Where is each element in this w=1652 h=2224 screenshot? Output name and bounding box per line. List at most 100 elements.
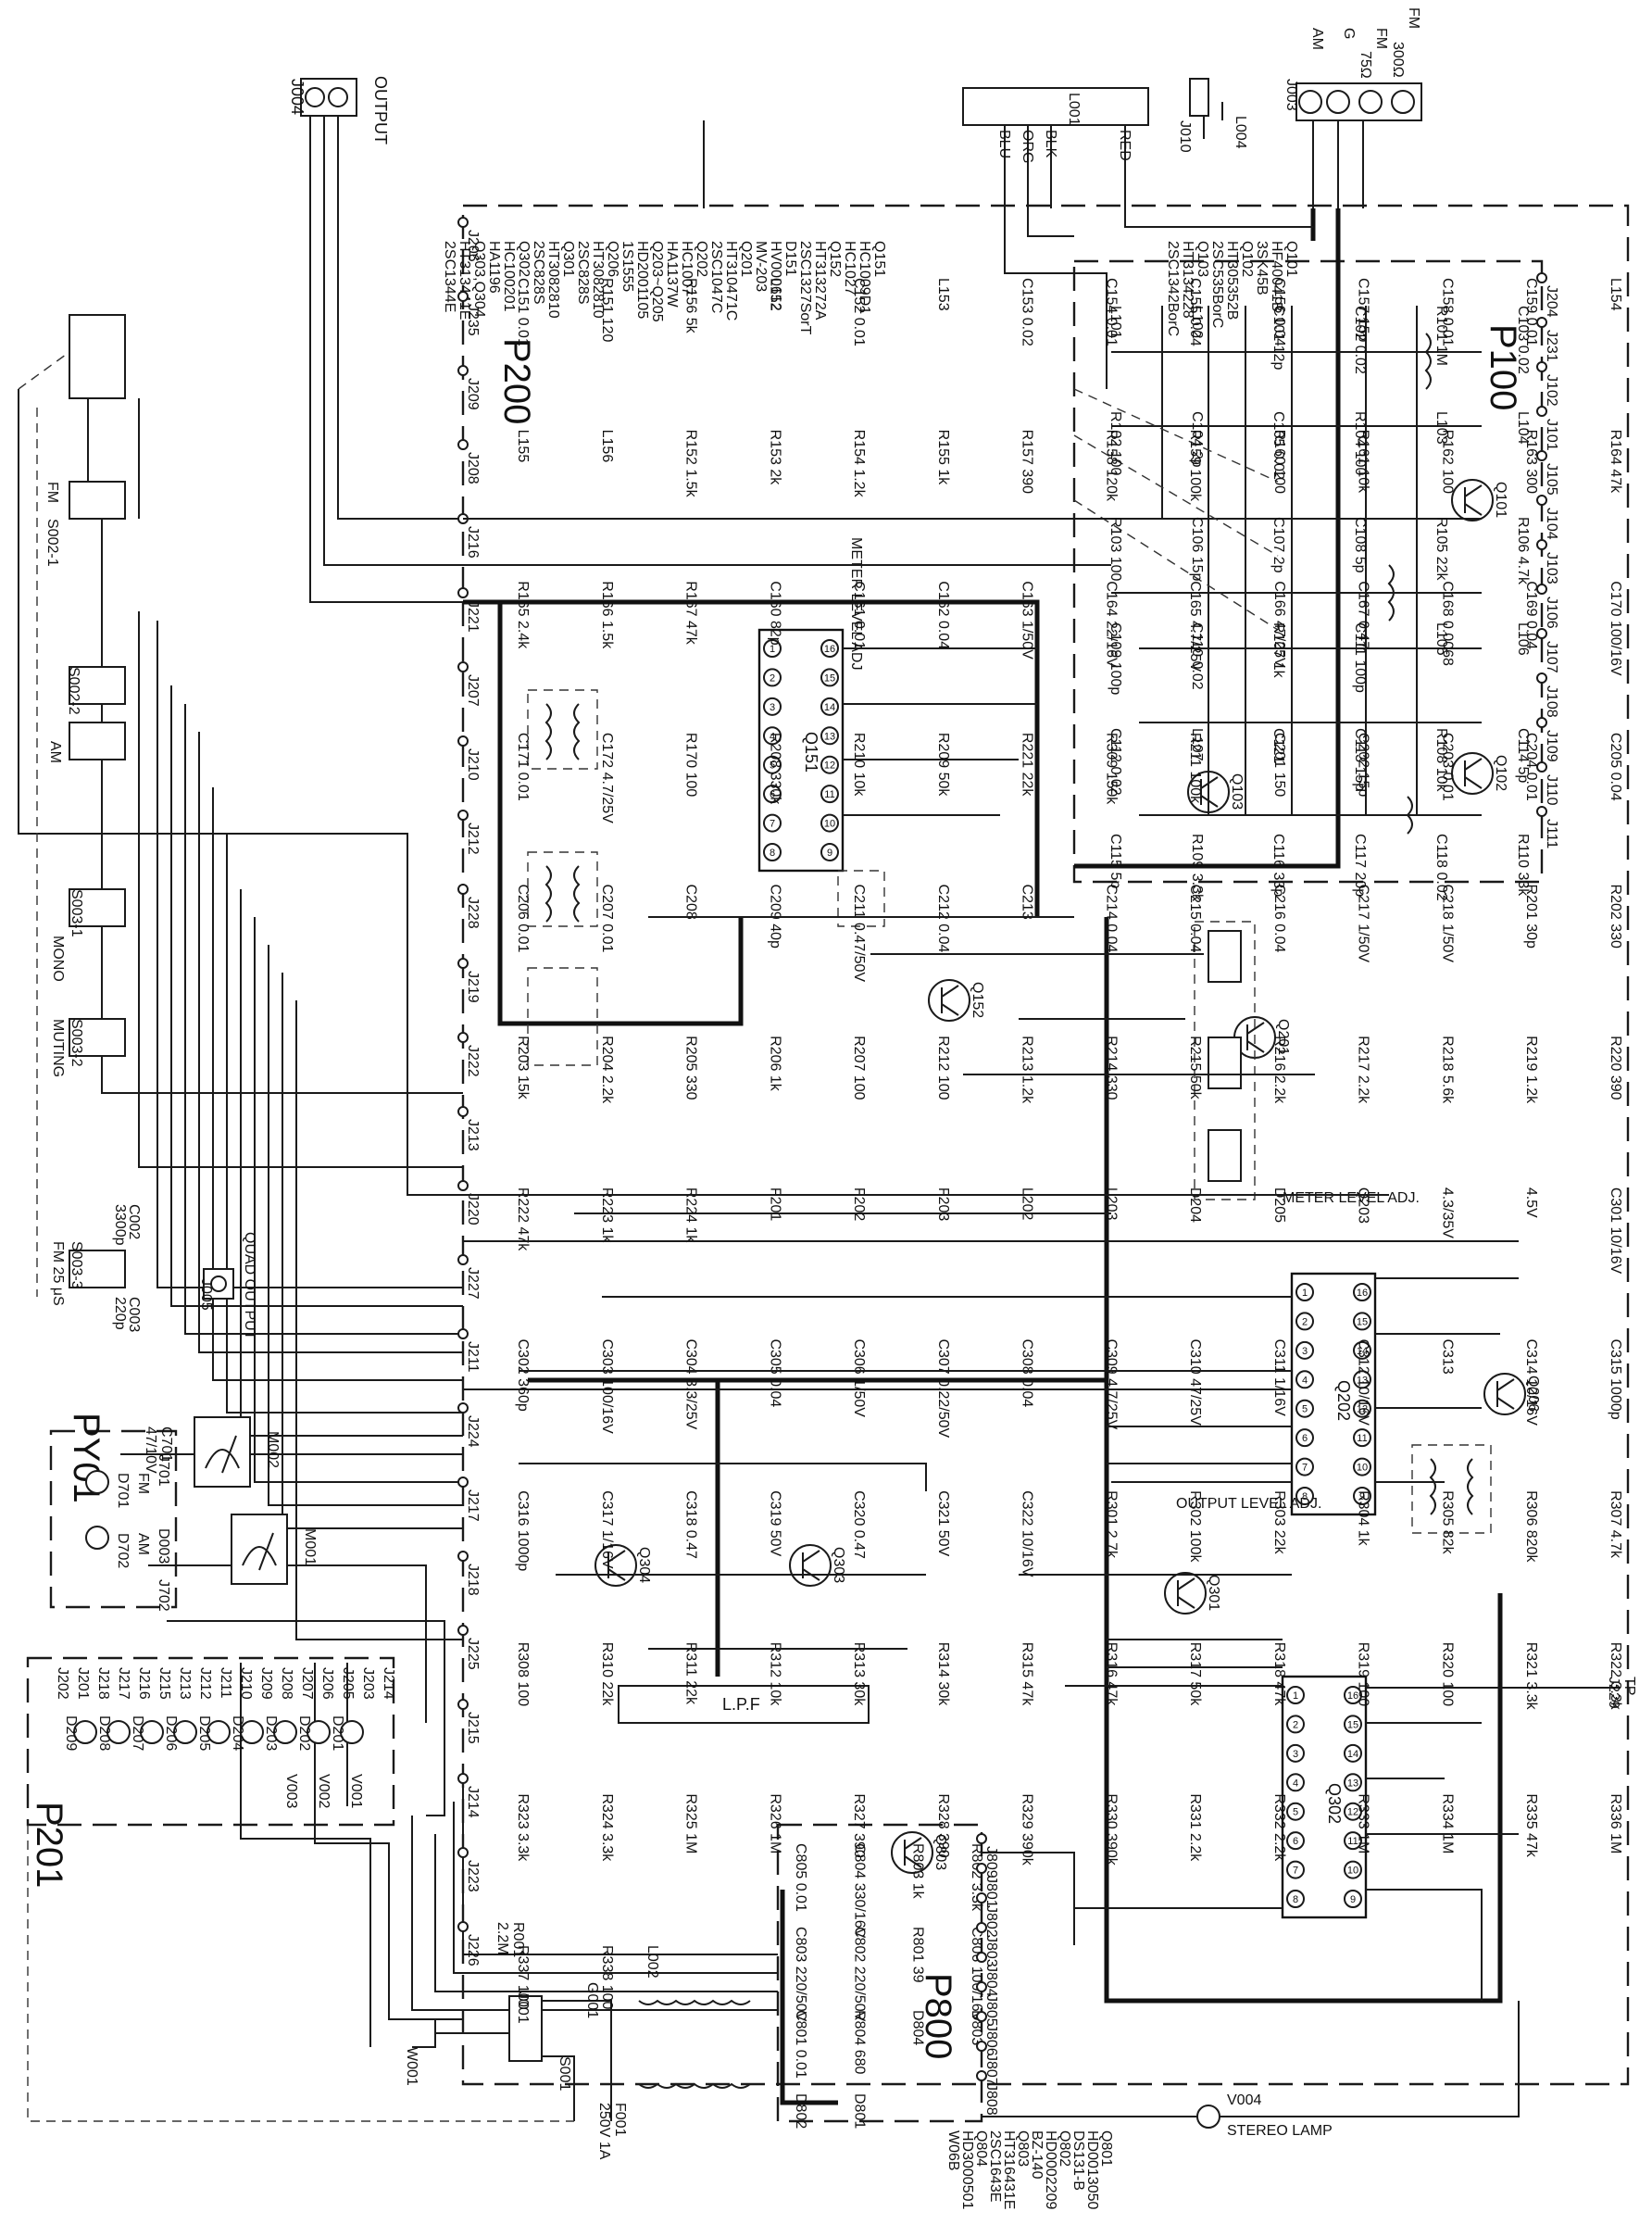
part-list-entry: 2SC1344E bbox=[442, 241, 457, 312]
junction-label: J216 bbox=[465, 526, 481, 559]
junction-point bbox=[976, 2041, 987, 2052]
part-list-entry: 2SC828S bbox=[531, 241, 546, 305]
py01-fm-label: FM bbox=[135, 1473, 151, 1494]
ic-pin bbox=[1295, 1457, 1314, 1476]
ic-pin-number: 3 bbox=[1293, 1749, 1298, 1760]
ic-pin bbox=[1295, 1399, 1314, 1418]
component-label: C321 50V bbox=[935, 1490, 951, 1556]
ic-pin bbox=[1353, 1399, 1371, 1418]
ic-pin-number: 15 bbox=[824, 672, 835, 684]
component-label: R161 10k bbox=[1356, 430, 1371, 494]
red-label: RED bbox=[1117, 130, 1133, 161]
c003-value: 220p bbox=[112, 1297, 128, 1330]
ic-pin bbox=[820, 785, 839, 804]
component-label: R204 2.2k bbox=[599, 1036, 615, 1104]
component-label: R221 22k bbox=[1020, 733, 1035, 797]
schematic-drawing: P200 P100 P800 P201 PY01 bbox=[18, 7, 1637, 2210]
s001-label: S001 bbox=[557, 2056, 572, 2091]
component-label: R202 330 bbox=[1608, 885, 1623, 949]
ic-pin bbox=[763, 843, 782, 861]
dial-led bbox=[273, 1720, 297, 1744]
j701-label: J701 bbox=[156, 1454, 171, 1487]
component-label: D801 bbox=[851, 2093, 867, 2129]
ic-pin bbox=[1344, 1831, 1362, 1851]
component-label: L102 bbox=[1189, 306, 1205, 339]
p201-jack-label: J201 bbox=[75, 1667, 91, 1700]
dial-led-label: D202 bbox=[296, 1715, 312, 1751]
ic-pin bbox=[1286, 1831, 1305, 1851]
component-label: R104 100 bbox=[1352, 411, 1368, 475]
component-label: C110 0.02 bbox=[1189, 622, 1205, 690]
junction-label: J214 bbox=[465, 1786, 481, 1818]
dial-lamp-label: V001 bbox=[348, 1774, 364, 1808]
transistor-label-q304: Q304 bbox=[636, 1547, 652, 1583]
dial-led-label: D201 bbox=[330, 1715, 345, 1751]
ic-pin-number: 10 bbox=[1347, 1866, 1358, 1877]
ic-pin bbox=[1344, 1743, 1362, 1763]
ic-pin-number: 9 bbox=[827, 848, 832, 859]
part-list-entry: Q801 bbox=[1098, 2130, 1114, 2167]
component-label: R317 50k bbox=[1187, 1642, 1203, 1706]
antenna-g-label: G bbox=[1341, 28, 1357, 39]
part-list-entry: D151 bbox=[782, 241, 798, 276]
component-label: F203 bbox=[935, 1187, 951, 1222]
part-list-entry: 2SC828S bbox=[575, 241, 591, 305]
junction-point bbox=[976, 2070, 987, 2081]
part-list-entry: Q301 bbox=[560, 241, 576, 277]
part-list-entry: Q103 bbox=[1195, 241, 1210, 277]
component-label: L202 bbox=[1020, 1187, 1035, 1221]
component-label: R165 2.4k bbox=[515, 581, 531, 649]
q202-ic-label: Q202 bbox=[1334, 1380, 1353, 1421]
p100-junction-labels: J204J231J102J101J105J104J103J106J107J108… bbox=[1536, 272, 1559, 848]
r001-value: 2.2M bbox=[494, 1922, 510, 1955]
ic-pin bbox=[1295, 1283, 1314, 1301]
component-label: C806 100/16V bbox=[969, 1927, 984, 2022]
meter-m002: M002 bbox=[194, 1416, 281, 1488]
component-label: R154 1.2k bbox=[851, 430, 867, 498]
component-label: R164 47k bbox=[1608, 430, 1623, 494]
junction-label: J110 bbox=[1544, 774, 1559, 806]
component-label: C212 0.04 bbox=[935, 885, 951, 953]
ic-pin-number: 13 bbox=[1357, 1375, 1368, 1386]
part-list-entry: 2SC1643E bbox=[987, 2130, 1003, 2202]
junction-label: J802 bbox=[983, 1905, 999, 1938]
part-list-entry: 2SC1047C bbox=[708, 241, 724, 313]
quad-output-j005: QUAD OUTPUT J005 bbox=[198, 1232, 257, 1340]
component-label: R338 100 bbox=[599, 1945, 615, 2009]
component-label: R332 2.2k bbox=[1271, 1793, 1287, 1862]
p201-jack-label: J211 bbox=[218, 1667, 233, 1699]
component-label: C311 1/16V bbox=[1271, 1338, 1287, 1416]
py01-am-label: AM bbox=[135, 1533, 151, 1555]
ic-pin-number: 5 bbox=[1293, 1807, 1298, 1818]
component-label: R220 390 bbox=[1608, 1036, 1623, 1099]
component-label: C161 0.01 bbox=[851, 581, 867, 649]
antenna-fm-label: FM bbox=[1373, 28, 1389, 49]
antenna-am-label: AM bbox=[1309, 28, 1325, 50]
junction-label: J210 bbox=[465, 748, 481, 781]
component-label: R335 47k bbox=[1523, 1793, 1539, 1857]
component-label: L106 bbox=[1515, 622, 1531, 656]
part-list-entry: 2SC1327SorT bbox=[797, 241, 813, 335]
loopstick-l001: L001 BLU ORG BLK RED J010 L004 bbox=[962, 78, 1248, 163]
p201-jack-label: J203 bbox=[360, 1667, 376, 1700]
junction-point bbox=[457, 587, 469, 598]
component-label: C107 2p bbox=[1270, 517, 1286, 573]
ic-pin bbox=[1344, 1773, 1362, 1792]
component-label: C152 0.01 bbox=[851, 278, 867, 346]
component-label: R215 50k bbox=[1187, 1036, 1203, 1099]
component-label: C171 0.01 bbox=[515, 733, 531, 801]
part-list-entry: HD3000501 bbox=[959, 2130, 975, 2210]
ic-pin bbox=[820, 639, 839, 658]
ic-pin bbox=[820, 843, 839, 861]
ic-pin-number: 2 bbox=[1293, 1719, 1298, 1730]
dial-led bbox=[307, 1720, 331, 1744]
ic-pin-number: 3 bbox=[1302, 1346, 1308, 1357]
ic-pin-number: 4 bbox=[1293, 1778, 1298, 1789]
junction-label: J215 bbox=[465, 1712, 481, 1744]
component-label: R223 1k bbox=[599, 1187, 615, 1244]
component-label: C214 0.04 bbox=[1103, 885, 1119, 953]
output-level-adj-label: OUTPUT LEVEL ADJ. bbox=[1176, 1496, 1321, 1512]
component-label: C157 15p bbox=[1356, 278, 1371, 342]
part-list-entry: HT3082810 bbox=[590, 241, 606, 319]
